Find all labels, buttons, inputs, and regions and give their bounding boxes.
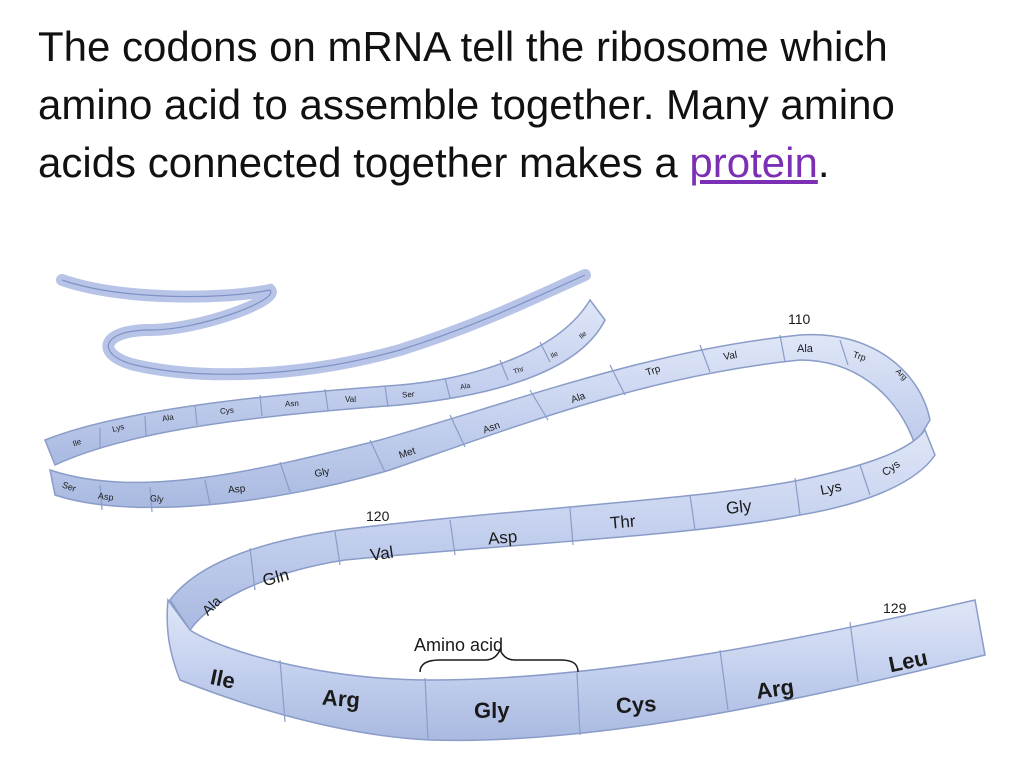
sentence-1: The codons on mRNA tell the ribosome whi…	[38, 23, 888, 128]
ribbon-top-strand	[44, 298, 606, 467]
amino-acid-label: Cys	[615, 691, 657, 718]
sentence-2: Many amino acids connected together make…	[38, 81, 895, 186]
amino-acid-label: Ala	[460, 383, 471, 392]
amino-acid-label: Asp	[228, 484, 247, 496]
ribbon-tail-edge	[61, 274, 586, 375]
amino-acid-label: Thr	[513, 366, 526, 376]
position-label: 110	[788, 311, 811, 327]
amino-acid-label: Trp	[852, 349, 868, 363]
amino-acid-label: Ile	[578, 331, 588, 341]
amino-acid-bracket-label: Amino acid	[414, 635, 503, 655]
amino-acid-label: Trp	[645, 364, 663, 379]
amino-acid-label: Ala	[797, 343, 814, 355]
amino-acid-label: Ala	[161, 412, 174, 423]
amino-acid-bracket	[419, 648, 579, 673]
amino-acid-label: Ile	[71, 437, 83, 449]
amino-acid-label: Thr	[609, 512, 636, 533]
amino-acid-label: Gly	[474, 698, 510, 723]
amino-acid-label: Ser	[402, 390, 416, 400]
amino-acid-label: Met	[398, 446, 417, 462]
end-punctuation: .	[817, 139, 830, 186]
amino-acid-label: Ile	[550, 351, 560, 361]
amino-acid-label: Cys	[220, 406, 235, 416]
ribbon-bottom-strand	[166, 597, 986, 742]
amino-acid-label: Ile	[208, 664, 237, 694]
amino-acid-label: Gly	[150, 493, 165, 504]
amino-acid-label: Arg	[754, 674, 795, 704]
protein-link[interactable]: protein	[689, 139, 818, 186]
segment-dividers	[99, 334, 871, 741]
ribbon-tail	[56, 269, 591, 381]
amino-acid-label: Asn	[285, 399, 299, 409]
amino-acid-label: Asp	[487, 527, 518, 548]
slide-text: The codons on mRNA tell the ribosome whi…	[38, 18, 998, 192]
position-label: 120	[366, 508, 390, 524]
amino-acid-label: Val	[723, 350, 738, 363]
amino-acid-label: Asp	[97, 491, 114, 503]
amino-acid-label: Val	[345, 395, 356, 404]
amino-acid-label: Gly	[314, 466, 331, 480]
amino-acid-label: Ser	[61, 480, 78, 494]
amino-acid-label: Gly	[725, 496, 753, 518]
amino-acid-label: Ala	[570, 391, 588, 406]
amino-acid-label: Arg	[321, 685, 361, 713]
amino-acid-label: Lys	[111, 422, 125, 434]
amino-acid-label: Val	[369, 543, 395, 565]
position-label: 129	[883, 600, 907, 616]
upper-row-labels: Ser Asp Gly Asp Gly Met Asn Ala Trp Val …	[61, 343, 909, 504]
top-row-labels: Ile Lys Ala Cys Asn Val Ser Ala Thr Ile …	[71, 331, 588, 449]
amino-acid-label: Lys	[819, 478, 843, 498]
ribbon-middle-strand	[169, 428, 936, 632]
